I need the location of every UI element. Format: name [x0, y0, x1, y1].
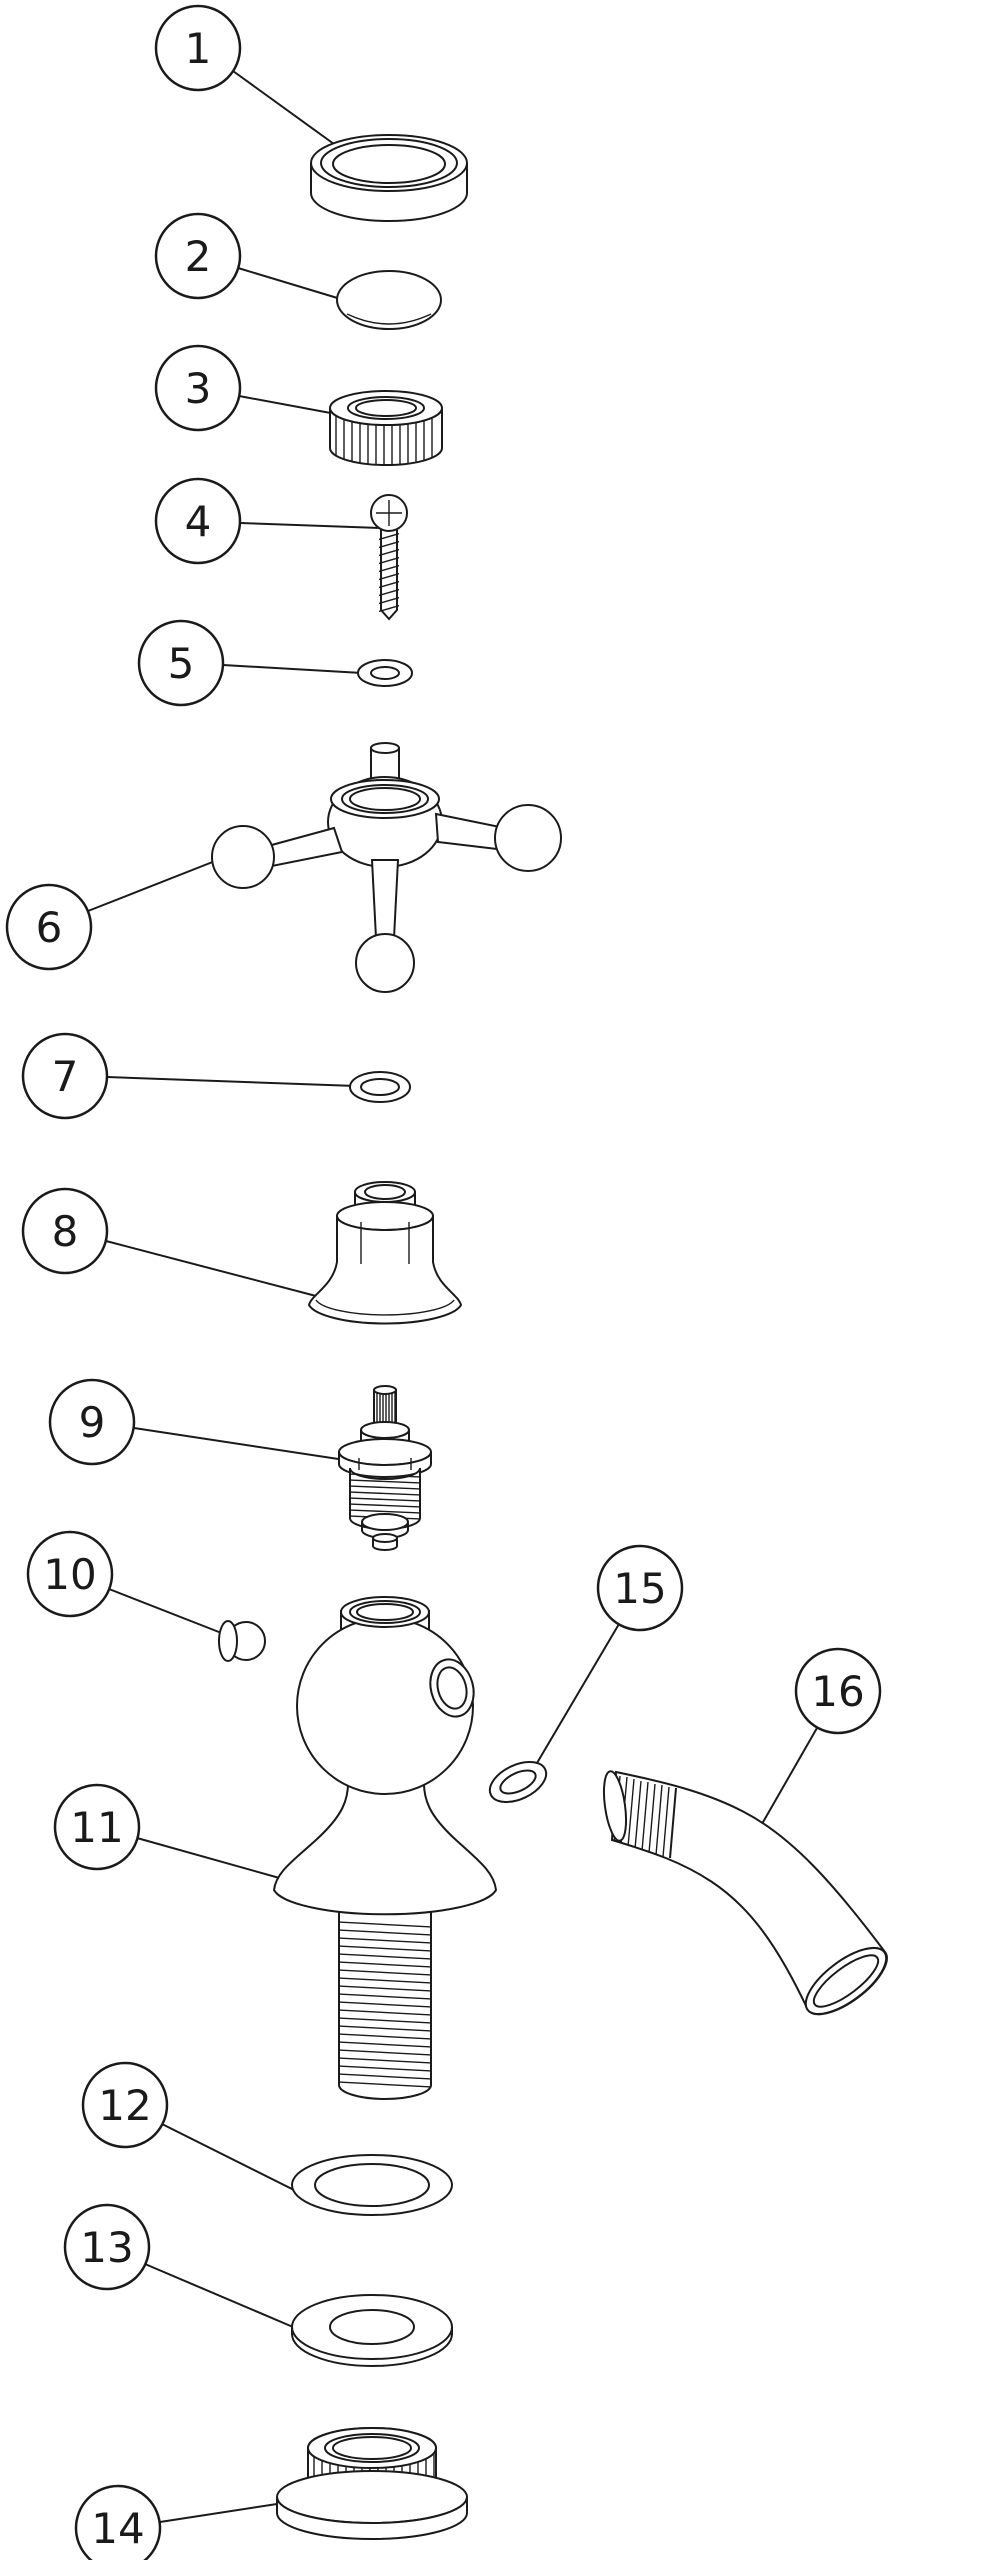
part-tap-body — [272, 1596, 498, 2100]
part-spout-o-ring — [488, 1761, 548, 1803]
part-dome-cap — [336, 270, 442, 330]
part-backnut — [276, 2427, 468, 2540]
callout-number: 12 — [98, 2081, 151, 2130]
part-bonnet-shroud — [307, 1181, 463, 1325]
callout-11: 11 — [53, 1783, 141, 1871]
leader-line-4 — [239, 522, 381, 529]
part-screw-washer — [357, 659, 413, 687]
callout-circle — [154, 4, 242, 92]
part-threaded-ring-nut — [329, 390, 443, 466]
part-spout — [602, 1770, 888, 2016]
callout-1: 1 — [154, 4, 242, 92]
leader-line-5 — [222, 664, 363, 674]
callout-15: 15 — [596, 1544, 684, 1632]
leader-line-12 — [161, 2123, 299, 2193]
callout-number: 10 — [43, 1550, 96, 1599]
callout-number: 16 — [811, 1667, 864, 1716]
callout-number: 9 — [79, 1398, 106, 1447]
callout-number: 13 — [80, 2223, 133, 2272]
callout-number: 14 — [91, 2504, 144, 2553]
leader-line-15 — [536, 1623, 620, 1764]
part-valve-cartridge — [338, 1385, 432, 1551]
callout-number: 15 — [613, 1564, 666, 1613]
callout-circle — [154, 212, 242, 300]
callout-8: 8 — [21, 1187, 109, 1275]
callout-circle — [53, 1783, 141, 1871]
leader-line-13 — [144, 2263, 294, 2328]
callout-5: 5 — [137, 619, 225, 707]
callout-circle — [21, 1032, 109, 1120]
callout-13: 13 — [63, 2203, 151, 2291]
callout-circle — [81, 2061, 169, 2149]
callout-number: 4 — [185, 497, 212, 546]
callout-10: 10 — [26, 1530, 114, 1618]
callout-circle — [5, 883, 93, 971]
callout-circle — [154, 477, 242, 565]
part-o-ring-small — [349, 1071, 411, 1103]
callout-9: 9 — [48, 1378, 136, 1466]
leader-line-9 — [133, 1427, 346, 1461]
part-body-gasket — [291, 2154, 453, 2216]
callout-7: 7 — [21, 1032, 109, 1120]
callout-3: 3 — [154, 344, 242, 432]
callout-circle — [596, 1544, 684, 1632]
leader-line-7 — [106, 1076, 357, 1087]
callout-number: 7 — [52, 1052, 79, 1101]
leader-lines — [87, 70, 818, 2523]
part-blanking-plug — [218, 1620, 266, 1662]
leader-line-10 — [108, 1588, 225, 1635]
callout-number: 1 — [185, 24, 212, 73]
callout-2: 2 — [154, 212, 242, 300]
callout-circle — [154, 344, 242, 432]
callout-number: 6 — [36, 903, 63, 952]
callout-4: 4 — [154, 477, 242, 565]
part-shroud-ring — [310, 134, 468, 222]
leader-line-2 — [237, 267, 345, 301]
callout-16: 16 — [794, 1647, 882, 1735]
callout-circle — [63, 2203, 151, 2291]
callout-6: 6 — [5, 883, 93, 971]
callout-circle — [48, 1378, 136, 1466]
callout-number: 11 — [70, 1803, 123, 1852]
callout-circle — [21, 1187, 109, 1275]
callouts: 1 2 3 4 5 6 7 8 — [5, 4, 882, 2560]
callout-number: 3 — [185, 364, 212, 413]
leader-line-1 — [232, 70, 346, 153]
leader-line-8 — [105, 1240, 317, 1297]
part-cross-handle — [211, 742, 562, 993]
callout-number: 2 — [185, 232, 212, 281]
callout-circle — [74, 2484, 162, 2560]
callout-14: 14 — [74, 2484, 162, 2560]
leader-line-14 — [159, 2501, 291, 2523]
part-handle-screw — [370, 494, 408, 621]
callout-circle — [26, 1530, 114, 1618]
leader-line-3 — [238, 395, 337, 415]
leader-line-11 — [136, 1837, 284, 1880]
callout-circle — [137, 619, 225, 707]
part-flat-washer — [291, 2294, 453, 2367]
callout-circle — [794, 1647, 882, 1735]
callout-number: 5 — [168, 639, 195, 688]
callout-number: 8 — [52, 1207, 79, 1256]
callout-12: 12 — [81, 2061, 169, 2149]
